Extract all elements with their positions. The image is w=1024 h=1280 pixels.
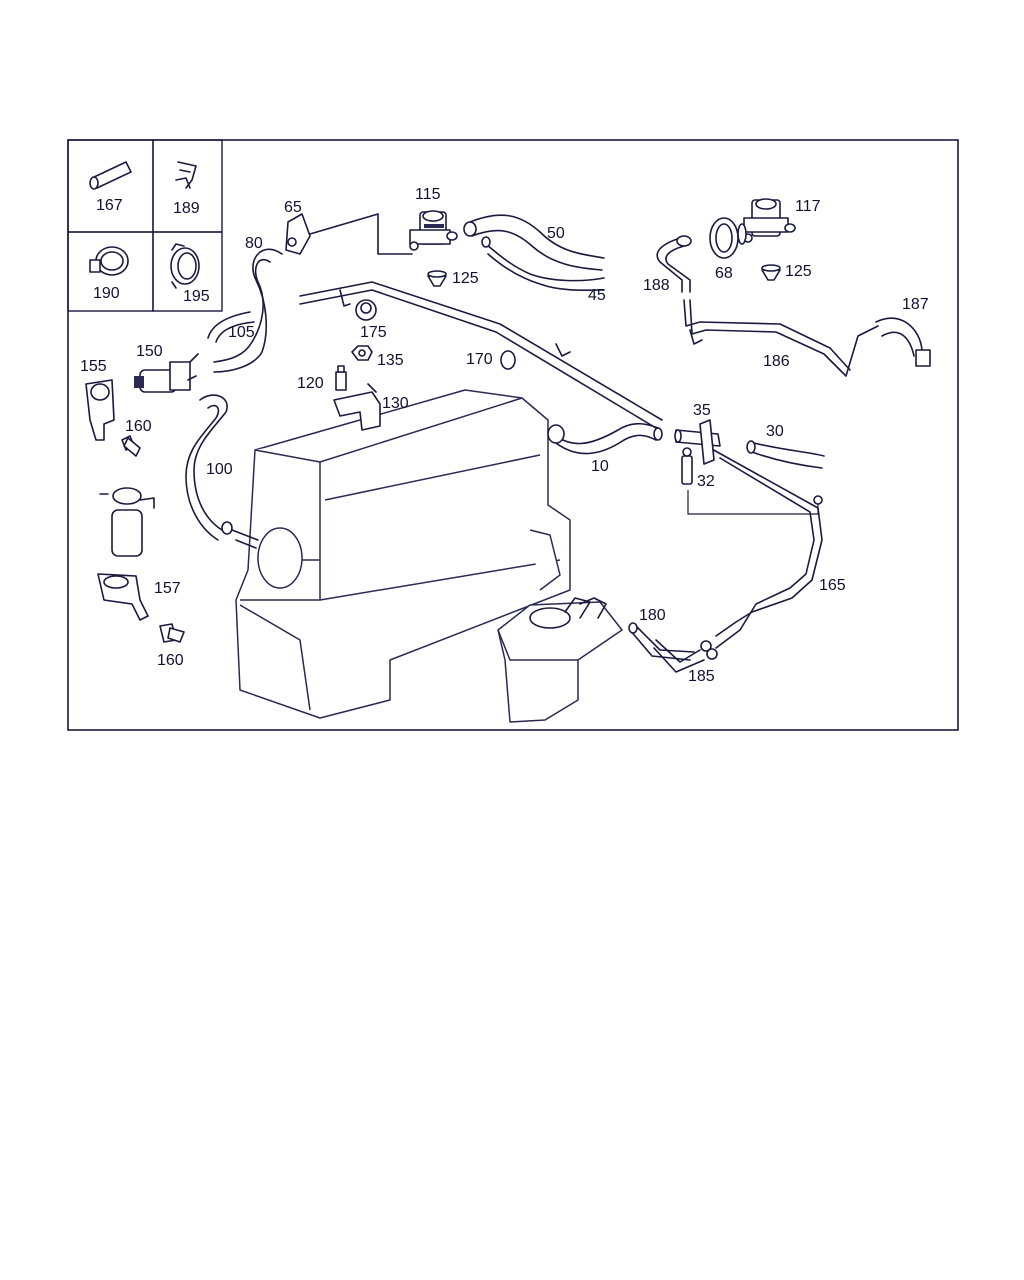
nut-135[interactable]: [351, 345, 373, 361]
callout-45: 45: [588, 287, 606, 304]
clip-189-part[interactable]: [175, 161, 197, 189]
pump-150[interactable]: [134, 353, 199, 393]
callout-165: 165: [819, 577, 846, 594]
callout-50: 50: [547, 225, 565, 242]
hose-30[interactable]: [746, 440, 825, 469]
pipe-165[interactable]: [709, 447, 823, 649]
callout-180: 180: [639, 607, 666, 624]
callout-160a: 160: [125, 418, 152, 435]
sensor-120[interactable]: [335, 365, 347, 391]
callout-167: 167: [96, 197, 123, 214]
callout-30: 30: [766, 423, 784, 440]
callout-125a: 125: [452, 270, 479, 287]
tee-35[interactable]: [674, 419, 721, 465]
hose-80[interactable]: [213, 248, 283, 373]
grommet-125b[interactable]: [761, 264, 781, 281]
callout-105: 105: [228, 324, 255, 341]
callout-68: 68: [715, 265, 733, 282]
pipe-180[interactable]: [628, 622, 695, 661]
valve-117[interactable]: [743, 198, 796, 243]
hose-187[interactable]: [875, 317, 931, 367]
grommet-68[interactable]: [709, 217, 747, 259]
hose-50[interactable]: [463, 214, 605, 271]
sleeve-167-part[interactable]: [89, 161, 132, 190]
pipe-186[interactable]: [683, 299, 879, 377]
callout-189: 189: [173, 200, 200, 217]
hose-10[interactable]: [547, 422, 663, 455]
callout-35: 35: [693, 402, 711, 419]
hose-45[interactable]: [481, 236, 605, 292]
hose-188[interactable]: [656, 235, 692, 293]
callout-150: 150: [136, 343, 163, 360]
callout-175: 175: [360, 324, 387, 341]
callout-80: 80: [245, 235, 263, 252]
fitting-32[interactable]: [681, 447, 693, 485]
inset-grid: [67, 139, 223, 312]
pipe-top[interactable]: [299, 281, 663, 429]
callout-188: 188: [643, 277, 670, 294]
callout-170: 170: [466, 351, 493, 368]
mount-157[interactable]: [97, 573, 149, 621]
callout-157: 157: [154, 580, 181, 597]
nut-175[interactable]: [355, 299, 377, 321]
bracket-130[interactable]: [333, 383, 381, 431]
callout-115: 115: [415, 186, 441, 203]
callout-185: 185: [688, 668, 715, 685]
mount-155[interactable]: [85, 379, 115, 441]
callout-65: 65: [284, 199, 302, 216]
plug-170[interactable]: [500, 350, 516, 370]
hose-105[interactable]: [207, 311, 255, 343]
pump-lower[interactable]: [99, 487, 155, 557]
mount-65[interactable]: [285, 213, 413, 255]
clamp-195-part[interactable]: [170, 243, 200, 289]
valve-115[interactable]: [409, 210, 458, 251]
callout-186: 186: [763, 353, 790, 370]
callout-117: 117: [795, 198, 821, 215]
callout-190: 190: [93, 285, 120, 302]
hose-100[interactable]: [185, 394, 259, 549]
callout-187: 187: [902, 296, 929, 313]
callout-10: 10: [591, 458, 609, 475]
callout-155: 155: [80, 358, 107, 375]
engine-block: [235, 389, 571, 719]
bolt-160a[interactable]: [121, 435, 141, 457]
callout-195: 195: [183, 288, 210, 305]
grommet-125a[interactable]: [427, 270, 447, 287]
bolt-160b[interactable]: [159, 623, 185, 643]
callout-120: 120: [297, 375, 324, 392]
diagram-frame: [67, 139, 959, 731]
callout-130: 130: [382, 395, 409, 412]
clamp-190-part[interactable]: [89, 246, 129, 276]
callout-135: 135: [377, 352, 404, 369]
callout-32: 32: [697, 473, 715, 490]
callout-160b: 160: [157, 652, 184, 669]
leader-lines: [687, 490, 819, 515]
coolant-reservoir: [497, 597, 623, 723]
callout-100: 100: [206, 461, 233, 478]
callout-125b: 125: [785, 263, 812, 280]
pipe-185[interactable]: [653, 639, 718, 673]
